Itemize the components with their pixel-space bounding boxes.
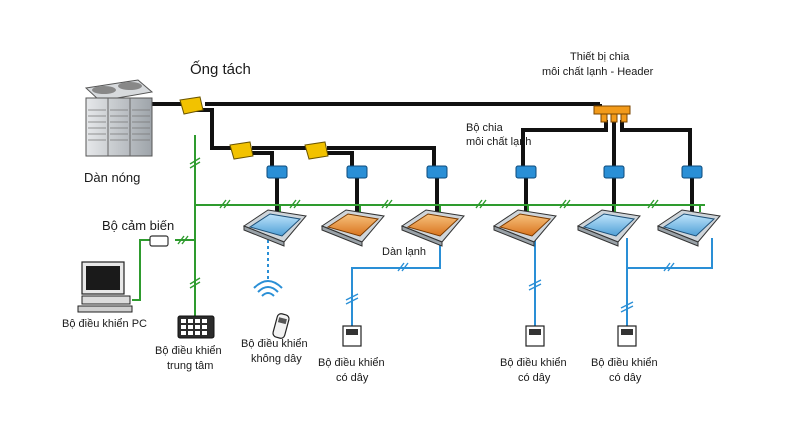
wireless-signal-icon — [253, 280, 283, 297]
wired-controller-b-label-line2: có dây — [518, 372, 551, 384]
wired-controller-icon-b — [525, 325, 545, 347]
pc-controller-label: Bộ điều khiển PC — [62, 318, 147, 330]
indoor-unit-1 — [242, 209, 307, 247]
branch-pipe-icon — [179, 96, 329, 160]
branch-pipe-label: Ống tách — [190, 60, 251, 78]
central-controller-icon — [177, 315, 215, 339]
refnet-joint-label-line2: môi chất lạnh — [466, 136, 531, 148]
refrigerant-header-icon — [593, 105, 631, 123]
wired-controller-a-label-line2: có dây — [336, 372, 369, 384]
wired-controller-c-label-line2: có dây — [609, 372, 642, 384]
indoor-unit-4 — [492, 209, 557, 247]
header-label-line2: môi chất lạnh - Header — [542, 66, 654, 78]
pc-icon — [77, 261, 133, 313]
sensor-icon — [149, 235, 169, 247]
central-controller-label-line2: trung tâm — [167, 360, 213, 372]
refnet-joint-label-line1: Bộ chia — [466, 122, 504, 134]
wired-controller-a-label-line1: Bộ điều khiển — [318, 357, 385, 369]
central-controller-label-line1: Bộ điều khiển — [155, 345, 222, 357]
wired-controller-b-label-line1: Bộ điều khiển — [500, 357, 567, 369]
wire-slash-marks — [177, 157, 659, 289]
wired-controller-c-label-line1: Bộ điều khiển — [591, 357, 658, 369]
indoor-unit-3 — [400, 209, 465, 247]
wired-controller-icon-c — [617, 325, 637, 347]
indoor-unit-label: Dàn lạnh — [382, 246, 426, 258]
indoor-unit-2 — [320, 209, 385, 247]
wireless-controller-label-line1: Bộ điều khiển — [241, 338, 308, 350]
wireless-remote-icon — [272, 313, 290, 339]
remote-wiring-slashes — [345, 262, 675, 313]
wired-controller-icon-a — [342, 325, 362, 347]
indoor-unit-6 — [656, 209, 721, 247]
outdoor-unit — [84, 79, 154, 157]
sensor-label: Bộ cảm biến — [102, 218, 174, 233]
control-wiring — [132, 135, 705, 320]
outdoor-unit-label: Dàn nóng — [84, 170, 140, 185]
wireless-controller-label-line2: không dây — [251, 353, 302, 365]
indoor-unit-5 — [576, 209, 641, 247]
valve-box-icons — [266, 165, 703, 179]
header-label-line1: Thiết bị chia — [570, 51, 630, 63]
